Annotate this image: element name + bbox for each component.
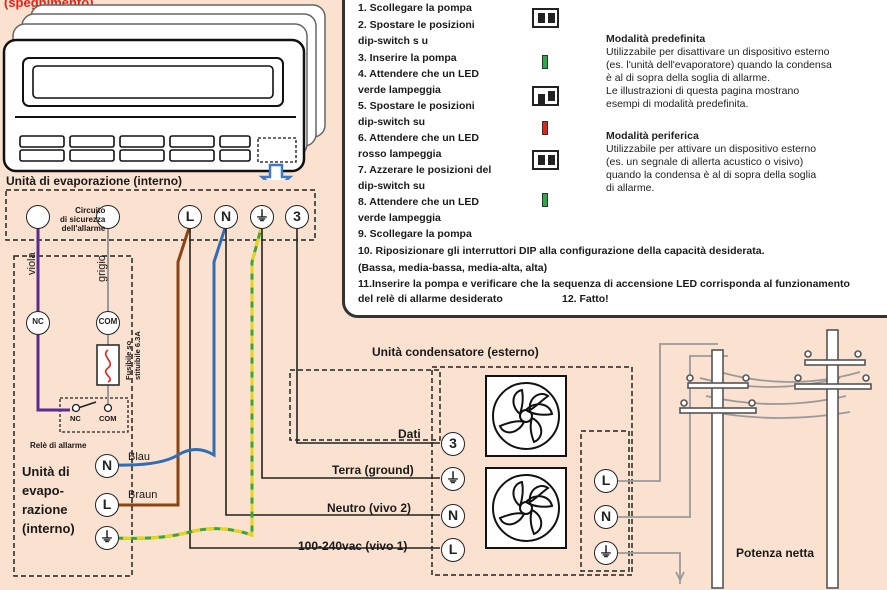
step-text: 10. Riposizionare gli interruttori DIP a… <box>358 245 765 257</box>
condenser-title: Unità condensatore (esterno) <box>372 345 539 359</box>
evap-terminal-N: N <box>95 454 119 478</box>
green-led-icon <box>542 193 548 207</box>
safety-terminal <box>26 205 50 229</box>
step-text: dip-switch s u <box>358 35 429 47</box>
default-mode-line: esempi di modalità predefinita. <box>606 98 749 110</box>
step-text: 9. Scollegare la pompa <box>358 228 472 240</box>
relay-nc-small: NC <box>70 414 81 423</box>
fuse-label: Fusibile so stituibile 6.3A <box>124 331 142 380</box>
relay-com-terminal: COM <box>96 311 120 335</box>
data-box <box>289 369 441 441</box>
condenser-terminal-3: 3 <box>441 432 465 456</box>
condenser-terminal-N: N <box>441 504 465 528</box>
fuse-label-line: stituibile 6.3A <box>133 331 142 380</box>
safety-label-line: Circuito <box>75 206 106 215</box>
step-text: 8. Attendere che un LED <box>358 196 479 208</box>
terminal-3: 3 <box>285 205 309 229</box>
evap-title-line: evapo- <box>22 483 64 498</box>
utility-pole-icon <box>679 349 757 589</box>
step-text: verde lampeggia <box>358 212 441 224</box>
default-mode-title: Modalità predefinita <box>606 33 706 45</box>
safety-label-line: dell'allarme <box>61 224 106 233</box>
evaporator-units-illustration <box>2 4 326 180</box>
default-mode-line: è al di sopra della soglia di allarme. <box>606 72 771 84</box>
condenser-terminal-ground: ⏚ <box>441 467 465 491</box>
power-terminal-ground: ⏚ <box>594 541 618 565</box>
step-text: dip-switch su <box>358 116 426 128</box>
blue-wire <box>115 224 228 467</box>
fuse-label-line: Fusibile so <box>124 340 133 380</box>
power-terminal-L: L <box>594 469 618 493</box>
evap-title-line: Unità di <box>22 464 70 479</box>
green-led-icon <box>542 55 548 69</box>
instruction-panel <box>342 0 887 318</box>
fan-icon <box>485 375 567 457</box>
peripheral-mode-line: (es. un segnale di allerta acustico o vi… <box>606 156 804 168</box>
evaporator-bottom-box <box>13 255 133 577</box>
terminal-N: N <box>214 205 238 229</box>
condenser-row-label: Terra (ground) <box>332 463 414 477</box>
evaporator-bottom-title: Unità di evapo- razione (interno) <box>22 462 75 538</box>
terminal-L: L <box>178 205 202 229</box>
relay-nc-terminal: NC <box>26 311 50 335</box>
peripheral-mode-line: Utilizzabile per attivare un dispositivo… <box>606 143 817 155</box>
safety-terminal <box>96 205 120 229</box>
ground-wire <box>115 224 264 540</box>
dip-switch-icon <box>532 86 559 106</box>
step-text: 11.Inserire la pompa e verificare che la… <box>358 278 850 290</box>
peripheral-mode-line: quando la condensa è al di sopra della s… <box>606 169 817 181</box>
utility-pole-icon <box>794 329 872 589</box>
dip-switch-icon <box>532 8 559 28</box>
evap-title-line: razione <box>22 502 68 517</box>
step-text: 6. Attendere che un LED <box>358 132 479 144</box>
step-text: 12. Fatto! <box>562 293 609 305</box>
alarm-relay-label: Relè di allarme <box>30 441 87 450</box>
condenser-terminal-box <box>580 430 630 572</box>
condenser-row-label: 100-240vac (vivo 1) <box>298 539 408 553</box>
evap-terminal-L: L <box>95 493 119 517</box>
evap-title-line: (interno) <box>22 521 75 536</box>
power-terminal-N: N <box>594 505 618 529</box>
step-text: 1. Scollegare la pompa <box>358 2 472 14</box>
default-mode-line: Le illustrazioni di questa pagina mostra… <box>606 85 800 97</box>
step-text: rosso lampeggia <box>358 148 442 160</box>
step-text: del relè di allarme desiderato <box>358 293 503 305</box>
step-text: 7. Azzerare le posizioni del <box>358 164 492 176</box>
braun-label: Braun <box>128 489 158 501</box>
step-text: 5. Spostare le posizioni <box>358 100 475 112</box>
peripheral-mode-line: di allarme. <box>606 182 655 194</box>
default-mode-line: Utilizzabile per disattivare un disposit… <box>606 46 830 58</box>
condenser-row-label: Neutro (vivo 2) <box>327 501 412 515</box>
blau-label: Blau <box>128 451 151 463</box>
red-led-icon <box>542 121 548 135</box>
safety-circuit-label: Circuito di sicurezza dell'allarme <box>60 206 105 233</box>
relay-com-small: COM <box>99 414 117 423</box>
step-text: 3. Inserire la pompa <box>358 52 457 64</box>
step-text: 2. Spostare le posizioni <box>358 19 475 31</box>
step-text: (Bassa, media-bassa, media-alta, alta) <box>358 262 548 274</box>
condenser-box <box>431 366 633 576</box>
fan-icon <box>485 467 567 549</box>
evaporator-top-box <box>5 189 316 241</box>
viola-label: viola <box>26 252 38 275</box>
evaporator-top-title: Unità di evaporazione (interno) <box>6 174 183 188</box>
condenser-terminal-L: L <box>441 538 465 562</box>
terminal-ground: ⏚ <box>250 205 274 229</box>
safety-label-line: di sicurezza <box>60 215 106 224</box>
purple-wire <box>36 225 70 412</box>
evap-terminal-ground: ⏚ <box>95 526 119 550</box>
grigio-label: grigio <box>96 255 108 282</box>
peripheral-mode-title: Modalità periferica <box>606 130 699 142</box>
step-text: dip-switch su <box>358 180 426 192</box>
step-text: 4. Attendere che un LED <box>358 68 479 80</box>
condenser-row-label: Dati <box>398 427 421 441</box>
default-mode-line: (es. l'unità dell'evaporatore) quando la… <box>606 59 832 71</box>
power-label: Potenza netta <box>736 546 815 560</box>
brown-wire <box>116 224 192 507</box>
dip-switch-icon <box>532 150 559 170</box>
step-text: verde lampeggia <box>358 84 441 96</box>
